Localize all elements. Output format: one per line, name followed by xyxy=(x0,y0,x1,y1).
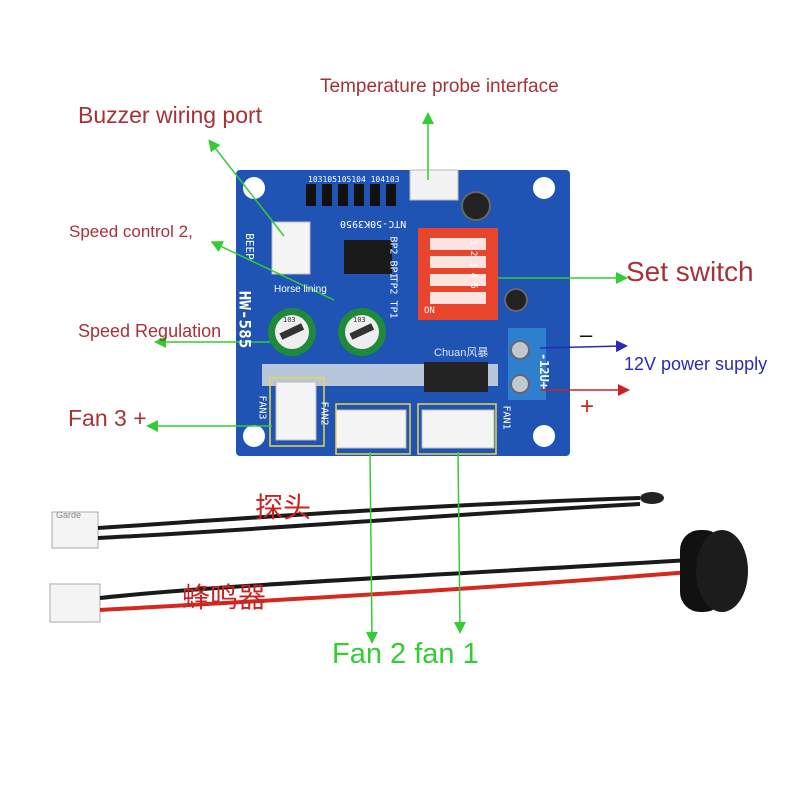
label-set-switch: Set switch xyxy=(626,256,754,287)
pcb-bp-label: BP2 BP1 xyxy=(387,236,399,279)
pcb-horse-lining: Horse lining xyxy=(274,284,327,295)
label-speed-regulation: Speed Regulation xyxy=(78,321,222,341)
cables xyxy=(49,492,748,623)
pcb-model-label: HW-585 xyxy=(235,290,255,349)
dip-numbers: 1 2 3 4 5 xyxy=(468,240,478,289)
label-temperature-probe: Temperature probe interface xyxy=(320,76,559,97)
pcb-fan2-label: FAN2 xyxy=(318,401,330,426)
pcb-ntc-label: NTC-50K3950 xyxy=(340,218,407,229)
label-buzzer-cn: 蜂鸣器 xyxy=(182,582,267,613)
label-fan3: Fan 3 + xyxy=(68,405,147,431)
label-buzzer-port: Buzzer wiring port xyxy=(78,102,263,128)
pcb-beep-label: BEEP xyxy=(242,233,256,260)
pcb-board xyxy=(236,169,570,456)
pot-value-left: 103 xyxy=(283,316,296,324)
pot-value-right: 103 xyxy=(353,316,366,324)
pcb-fan1-label: FAN1 xyxy=(500,405,512,430)
pcb-chip-codes: 103105105104 104103 xyxy=(308,175,400,184)
pcb-fan3-label: FAN3 xyxy=(256,395,268,420)
label-fan2-fan1: Fan 2 fan 1 xyxy=(332,638,479,670)
label-speed-control-2: Speed control 2, xyxy=(69,222,193,241)
label-power-plus: + xyxy=(580,393,595,420)
label-probe-cn: 探头 xyxy=(255,492,312,523)
label-power-minus: – xyxy=(580,322,593,347)
dip-on-label: ON xyxy=(424,306,435,316)
annotation-arrows xyxy=(146,112,630,644)
watermark: Chuan风暴 xyxy=(434,347,489,359)
cable-tag: Garde xyxy=(56,510,82,520)
pcb-tp-label: TP2 TP1 xyxy=(387,276,399,319)
pcb-12v-label: -12U+ xyxy=(537,352,552,390)
label-power-supply: 12V power supply xyxy=(624,354,768,374)
